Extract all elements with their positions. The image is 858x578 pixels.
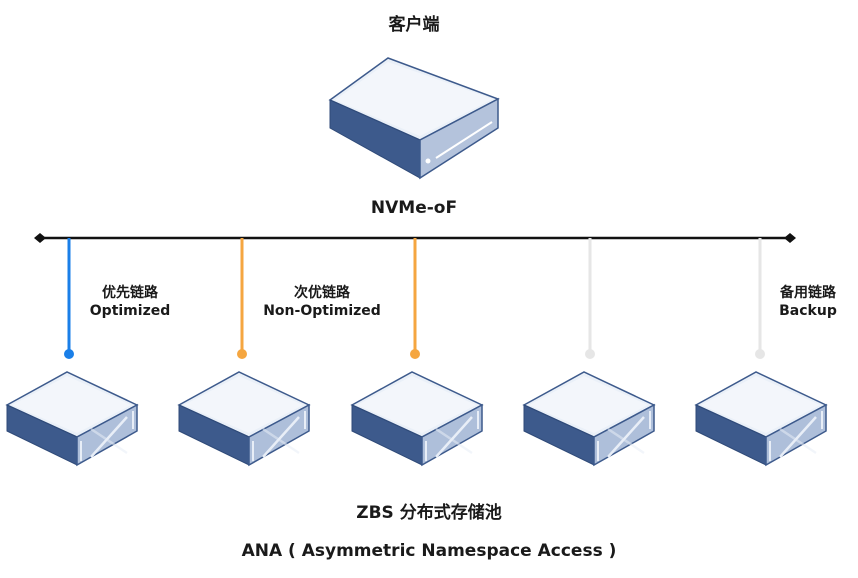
path-label-zh: 优先链路 — [102, 285, 158, 301]
path-4 — [755, 238, 765, 359]
path-label-en: Non-Optimized — [263, 303, 381, 319]
path-label-en: Backup — [779, 303, 837, 319]
path-2 — [410, 238, 420, 359]
path-label-non-optimized: 次优链路 Non-Optimized — [252, 284, 392, 320]
bus-left-end — [34, 233, 46, 243]
path-label-en: Optimized — [89, 303, 171, 319]
storage-node-icon — [177, 370, 311, 467]
storage-node-icon — [694, 370, 828, 467]
path-label-backup: 备用链路 Backup — [766, 284, 850, 320]
path-label-optimized: 优先链路 Optimized — [78, 284, 182, 320]
storage-node-icon — [522, 370, 656, 467]
ana-label: ANA ( Asymmetric Namespace Access ) — [241, 541, 617, 561]
path-0 — [64, 238, 74, 359]
path-1 — [237, 238, 247, 359]
path-label-zh: 备用链路 — [780, 285, 836, 301]
bus-right-end — [784, 233, 796, 243]
storage-pool-label: ZBS 分布式存储池 — [356, 503, 502, 523]
client-title: 客户端 — [388, 15, 440, 35]
storage-node-icon — [5, 370, 139, 467]
nvme-of-label: NVMe-oF — [370, 198, 458, 218]
client-server-icon — [329, 57, 499, 179]
path-3 — [585, 238, 595, 359]
storage-node-icon — [350, 370, 484, 467]
path-label-zh: 次优链路 — [294, 285, 350, 301]
